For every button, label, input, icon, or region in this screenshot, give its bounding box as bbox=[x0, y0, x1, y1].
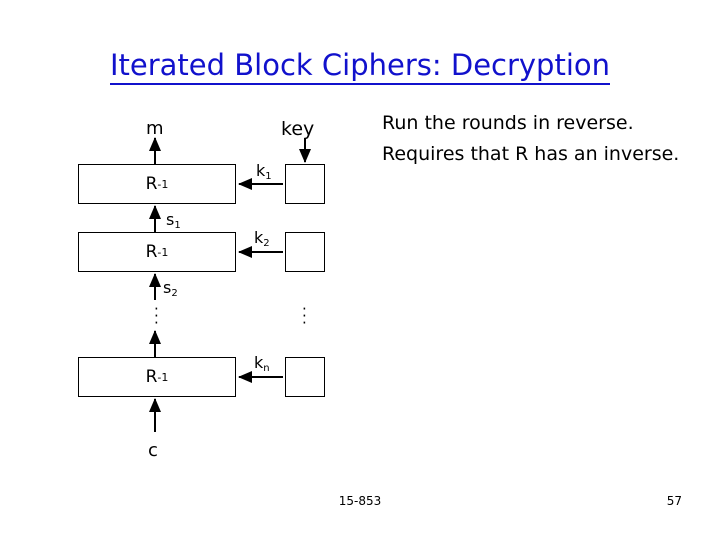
key-label-k1-base: k bbox=[256, 161, 266, 180]
round-box-n-exponent: -1 bbox=[157, 370, 169, 384]
input-label: m bbox=[146, 118, 164, 139]
round-box-n-label: R bbox=[145, 367, 158, 387]
key-label: key bbox=[281, 118, 315, 140]
key-box-n bbox=[285, 357, 325, 397]
footer-page-number: 57 bbox=[666, 494, 682, 508]
round-box-1-label: R bbox=[145, 174, 158, 194]
key-box-1 bbox=[285, 164, 325, 204]
key-label-k2: k2 bbox=[254, 228, 270, 249]
key-box-2 bbox=[285, 232, 325, 272]
ellipsis-right: ··· bbox=[302, 300, 308, 332]
state-label-s1-base: s bbox=[166, 210, 175, 229]
notes-line-2: Requires that R has an inverse. bbox=[382, 143, 680, 165]
state-label-s1: s1 bbox=[166, 210, 181, 231]
page-title: Iterated Block Ciphers: Decryption bbox=[0, 48, 720, 85]
notes-block: Run the rounds in reverse. Requires that… bbox=[382, 108, 702, 170]
footer-course-code: 15-853 bbox=[338, 494, 382, 508]
page-title-text: Iterated Block Ciphers: Decryption bbox=[109, 48, 611, 85]
key-label-kn-base: k bbox=[254, 353, 264, 372]
round-box-2-label: R bbox=[145, 242, 158, 262]
round-box-2-exponent: -1 bbox=[157, 245, 169, 259]
key-label-k1: k1 bbox=[256, 161, 272, 182]
state-label-s2: s2 bbox=[163, 278, 178, 299]
notes-line-1: Run the rounds in reverse. bbox=[382, 112, 634, 134]
state-label-s1-sub: 1 bbox=[174, 220, 181, 231]
key-label-k2-base: k bbox=[254, 228, 264, 247]
round-box-1-exponent: -1 bbox=[157, 177, 169, 191]
output-label: c bbox=[148, 440, 158, 461]
state-label-s2-base: s bbox=[163, 278, 172, 297]
round-box-n: R-1 bbox=[78, 357, 236, 397]
ellipsis-left: ··· bbox=[154, 300, 160, 332]
state-label-s2-sub: 2 bbox=[171, 288, 178, 299]
round-box-1: R-1 bbox=[78, 164, 236, 204]
key-label-kn-sub: n bbox=[263, 363, 270, 374]
round-box-2: R-1 bbox=[78, 232, 236, 272]
key-label-k1-sub: 1 bbox=[265, 171, 272, 182]
key-label-kn: kn bbox=[254, 353, 270, 374]
key-label-k2-sub: 2 bbox=[263, 238, 270, 249]
